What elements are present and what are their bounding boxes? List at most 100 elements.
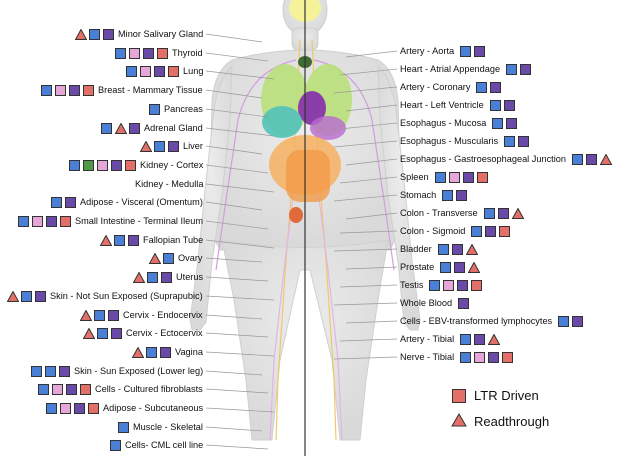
legend-ltr-label: LTR Driven: [474, 388, 539, 403]
readthrough-triangle-icon: [75, 29, 87, 40]
tissue-label-left: Cervix - Ectocervix: [126, 328, 203, 338]
purple-square-marker: [161, 272, 172, 283]
tissue-label-left: Uterus: [176, 272, 204, 282]
purple-square-marker: [452, 244, 463, 255]
purple-square-marker: [454, 262, 465, 273]
leader-line: [205, 70, 275, 80]
pink-square-marker: [474, 352, 485, 363]
readthrough-triangle-icon: [115, 123, 127, 134]
blue-square-marker: [97, 328, 108, 339]
tissue-label-right: Esophagus - Gastroesophageal Junction: [400, 154, 566, 164]
blue-square-marker: [460, 334, 471, 345]
blue-square-marker: [460, 352, 471, 363]
pink-square-marker: [97, 160, 108, 171]
leader-line: [205, 314, 263, 320]
leader-line: [205, 127, 275, 137]
blue-square-marker: [110, 440, 121, 451]
purple-square-marker: [463, 172, 474, 183]
red-square-marker: [502, 352, 513, 363]
red-square-marker: [125, 160, 136, 171]
leader-line: [333, 140, 398, 148]
leader-line: [205, 164, 269, 174]
purple-square-marker: [458, 298, 469, 309]
leader-line: [205, 351, 275, 357]
leader-line: [339, 68, 398, 76]
blue-square-marker: [558, 316, 569, 327]
leader-lines: [205, 33, 398, 450]
leader-line: [205, 276, 269, 282]
blue-square-marker: [460, 46, 471, 57]
blue-square-marker: [146, 347, 157, 358]
blue-square-marker: [429, 280, 440, 291]
leader-line: [339, 122, 398, 130]
pink-square-marker: [443, 280, 454, 291]
blue-square-marker: [45, 366, 56, 377]
readthrough-triangle-icon: [132, 347, 144, 358]
tissue-label-right: Colon - Sigmoid: [400, 226, 466, 236]
readthrough-triangle-icon: [80, 310, 92, 321]
tissue-label-left: Cells- CML cell line: [125, 440, 204, 450]
leader-line: [205, 426, 263, 432]
tissue-label-left: Liver: [183, 141, 203, 151]
tissue-label-left: Adipose - Visceral (Omentum): [80, 197, 203, 207]
leader-line: [345, 212, 398, 220]
tissue-label-left: Fallopian Tube: [143, 235, 204, 245]
pink-square-marker: [129, 48, 140, 59]
blue-square-marker: [154, 141, 165, 152]
blue-square-marker: [94, 310, 105, 321]
tissue-label-right: Spleen: [400, 172, 429, 182]
purple-square-marker: [59, 366, 70, 377]
leader-line: [339, 338, 398, 342]
leader-line: [205, 183, 275, 193]
leader-line: [205, 407, 275, 413]
pink-square-marker: [32, 216, 43, 227]
blue-square-marker: [115, 48, 126, 59]
leader-line: [339, 230, 398, 234]
blue-square-marker: [38, 384, 49, 395]
purple-square-marker: [35, 291, 46, 302]
blue-square-marker: [438, 244, 449, 255]
leader-line: [345, 50, 398, 58]
tissue-label-left: Breast - Mammary Tissue: [98, 85, 203, 95]
leader-line: [205, 108, 269, 118]
tissue-label-left: Pancreas: [164, 104, 203, 114]
blue-square-marker: [484, 208, 495, 219]
purple-square-marker: [111, 160, 122, 171]
red-square-marker: [60, 216, 71, 227]
leader-line: [205, 332, 269, 338]
pink-square-marker: [140, 66, 151, 77]
leader-line: [205, 33, 263, 43]
leader-line: [205, 201, 263, 211]
tissue-label-right: Cells - EBV-transformed lymphocytes: [400, 316, 553, 326]
pink-square-marker: [60, 403, 71, 414]
purple-square-marker: [520, 64, 531, 75]
blue-square-marker: [163, 253, 174, 264]
purple-square-marker: [485, 226, 496, 237]
blue-square-marker: [492, 118, 503, 129]
red-square-marker: [80, 384, 91, 395]
leader-line: [205, 444, 269, 450]
legend-readthrough-label: Readthrough: [474, 414, 550, 429]
leader-line: [345, 158, 398, 166]
blue-square-marker: [18, 216, 29, 227]
blue-square-marker: [572, 154, 583, 165]
readthrough-triangle-icon: [7, 291, 19, 302]
leader-line: [345, 104, 398, 112]
purple-square-marker: [65, 197, 76, 208]
blue-square-marker: [476, 82, 487, 93]
blue-square-marker: [126, 66, 137, 77]
tissue-label-left: Muscle - Skeletal: [133, 422, 203, 432]
tissue-label-left: Adrenal Gland: [144, 123, 203, 133]
blue-square-marker: [506, 64, 517, 75]
blue-square-marker: [471, 226, 482, 237]
tissue-label-right: Artery - Aorta: [400, 46, 455, 56]
purple-square-marker: [474, 334, 485, 345]
purple-square-marker: [74, 403, 85, 414]
readthrough-triangle-icon: [600, 154, 612, 165]
tissue-label-left: Minor Salivary Gland: [118, 29, 204, 39]
purple-square-marker: [498, 208, 509, 219]
leader-line: [205, 370, 263, 376]
green-square-marker: [83, 160, 94, 171]
tissue-label-right: Bladder: [400, 244, 432, 254]
